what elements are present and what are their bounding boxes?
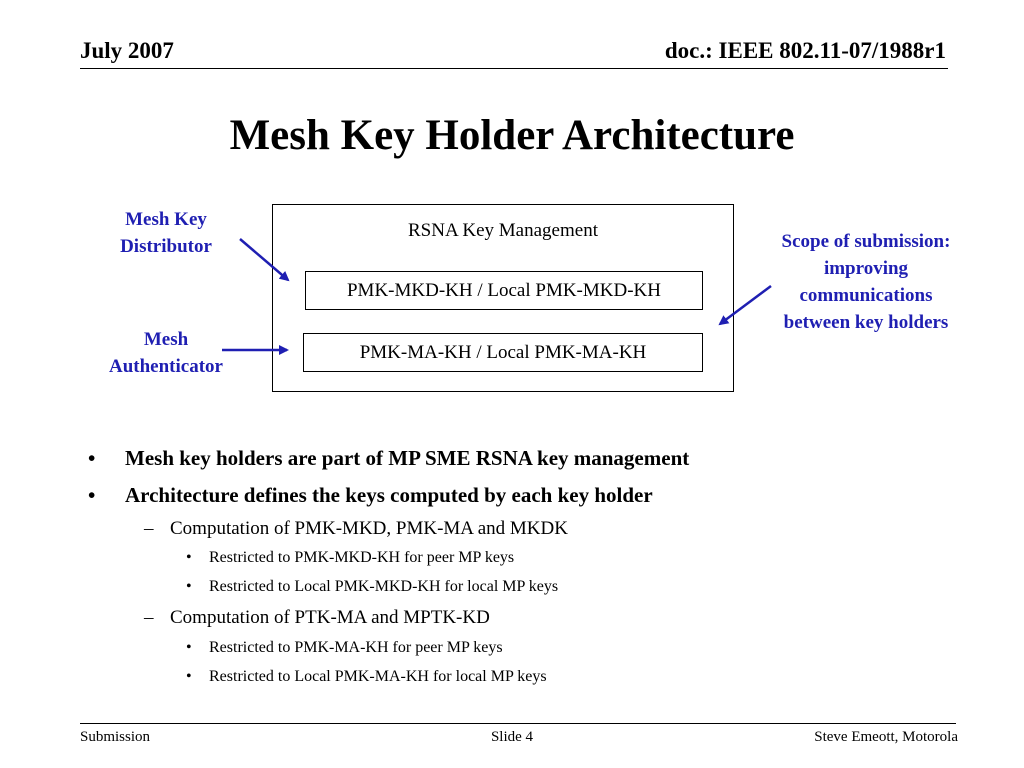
rsna-key-management-container bbox=[272, 204, 734, 392]
mesh-authenticator-label-line1: Mesh bbox=[143, 329, 189, 350]
dash-marker: – bbox=[144, 607, 154, 628]
header-doc-id: doc.: IEEE 802.11-07/1988r1 bbox=[664, 38, 946, 63]
sub-sub-bullet-text: Restricted to Local PMK-MA-KH for local … bbox=[209, 668, 547, 685]
mesh-key-distributor-label: Mesh Key Distributor bbox=[100, 206, 232, 260]
bullet-text: Architecture defines the keys computed b… bbox=[125, 483, 653, 507]
scope-arrow bbox=[718, 284, 772, 326]
bullet-text: Mesh key holders are part of MP SME RSNA… bbox=[125, 446, 690, 470]
scope-label-line3: communications bbox=[799, 285, 933, 306]
header-divider bbox=[80, 68, 948, 69]
scope-label-line4: between key holders bbox=[783, 312, 949, 333]
distributor-arrow bbox=[239, 238, 290, 282]
sub-sub-bullet-text: Restricted to PMK-MKD-KH for peer MP key… bbox=[209, 549, 515, 566]
scope-label-line1: Scope of submission: bbox=[781, 231, 951, 252]
pmk-ma-kh-box: PMK-MA-KH / Local PMK-MA-KH bbox=[303, 333, 703, 372]
bullet-marker: • bbox=[186, 549, 192, 566]
mesh-key-distributor-label-line1: Mesh Key bbox=[125, 209, 207, 230]
sub-sub-bullet-text: Restricted to Local PMK-MKD-KH for local… bbox=[209, 578, 559, 595]
mesh-key-distributor-label-line2: Distributor bbox=[120, 236, 212, 257]
bullet-marker: • bbox=[88, 446, 96, 470]
pmk-mkd-kh-box: PMK-MKD-KH / Local PMK-MKD-KH bbox=[305, 271, 703, 310]
pmk-ma-kh-box-label: PMK-MA-KH / Local PMK-MA-KH bbox=[359, 341, 647, 363]
footer-submission: Submission bbox=[80, 729, 151, 745]
scope-label-line2: improving bbox=[823, 258, 909, 279]
dash-marker: – bbox=[144, 518, 154, 539]
sub-bullet-text: Computation of PMK-MKD, PMK-MA and MKDK bbox=[170, 518, 568, 539]
pmk-mkd-kh-box-label: PMK-MKD-KH / Local PMK-MKD-KH bbox=[346, 279, 661, 301]
footer-author: Steve Emeott, Motorola bbox=[814, 729, 958, 745]
bullet-marker: • bbox=[186, 639, 192, 656]
bullet-marker: • bbox=[186, 578, 192, 595]
mesh-authenticator-label: Mesh Authenticator bbox=[82, 326, 250, 380]
sub-sub-bullet-text: Restricted to PMK-MA-KH for peer MP keys bbox=[209, 639, 503, 656]
scope-of-submission-label: Scope of submission: improving communica… bbox=[752, 228, 980, 336]
slide-title: Mesh Key Holder Architecture bbox=[229, 112, 795, 159]
mesh-authenticator-label-line2: Authenticator bbox=[109, 356, 223, 377]
rsna-key-management-caption: RSNA Key Management bbox=[408, 220, 598, 241]
bullet-marker: • bbox=[88, 483, 96, 507]
footer-divider bbox=[80, 723, 956, 724]
sub-bullet-text: Computation of PTK-MA and MPTK-KD bbox=[170, 607, 490, 628]
footer-slide-number: Slide 4 bbox=[490, 729, 534, 745]
bullet-marker: • bbox=[186, 668, 192, 685]
header-date: July 2007 bbox=[80, 38, 174, 63]
